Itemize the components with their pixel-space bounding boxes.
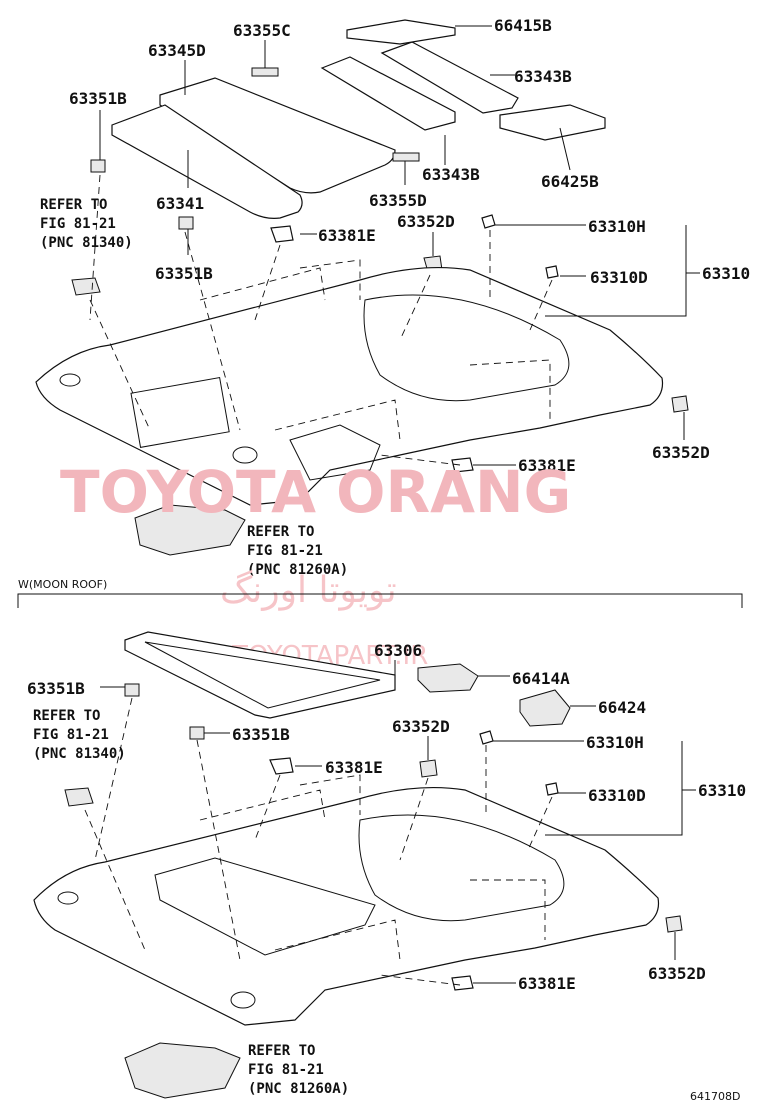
sunroof-panel-63306 [124,631,396,719]
clip-63351B-d [189,726,205,740]
ref-1-line-3: (PNC 81340) [40,235,133,251]
leaders-upper [99,25,700,466]
label-63381E-c: 63381E [325,758,383,777]
clip-63351B-a [90,159,106,173]
ref-3-line-2: FIG 81-21 [33,727,109,743]
label-66425B: 66425B [541,172,599,191]
map-lamp-ref-1 [71,277,101,296]
stopper-63352D-b [671,395,689,413]
clip-63381E-d [451,975,474,991]
label-66424: 66424 [598,698,646,717]
ref-1-line-1: REFER TO [40,197,107,213]
sunroof-panel-inner [144,641,381,709]
label-63381E-a: 63381E [318,226,376,245]
clip-63351B-c [124,683,140,697]
clip-63351B-b [178,216,194,230]
pad-66425B [499,104,606,141]
pad-63341 [111,104,303,219]
headliner-inner-b [358,814,565,922]
label-63351B-d: 63351B [232,725,290,744]
clip-63381E-a [270,225,294,243]
clip-63355D [392,152,420,162]
label-63310H-b: 63310H [586,733,644,752]
pad-66414A [417,663,479,693]
clip-63381E-b [451,457,474,473]
label-63351B-c: 63351B [27,679,85,698]
lamp-hole-b [59,373,81,387]
label-63310-b: 63310 [698,781,746,800]
pad-63343B-b [380,41,519,114]
label-63355D: 63355D [369,191,427,210]
watermark-persian: تویوتا اورنگ [220,569,397,611]
ref-3-line-3: (PNC 81340) [33,746,126,762]
label-63310D-b: 63310D [588,786,646,805]
label-63351B-a: 63351B [69,89,127,108]
headliner-63310-a [35,266,664,506]
label-63310H-a: 63310H [588,217,646,236]
label-63310D-a: 63310D [590,268,648,287]
lamp-hole-a [232,446,258,464]
clip-63355C [251,67,279,77]
label-63381E-d: 63381E [518,974,576,993]
pad-63343B-a [320,56,456,131]
label-63355C: 63355C [233,21,291,40]
clip-63310H-a [481,214,496,229]
label-63352D-a: 63352D [397,212,455,231]
map-lamp-ref-3 [64,787,94,807]
dash-lines-lower [84,697,553,986]
ref-1-line-2: FIG 81-21 [40,216,116,232]
label-63343B-b: 63343B [514,67,572,86]
ref-4-line-1: REFER TO [248,1043,315,1059]
clip-63310H-b [479,730,494,745]
dash-lines-upper [89,174,553,466]
stopper-63352D-d [665,915,683,933]
lamp-hole-c [230,991,256,1009]
sunroof-opening-a [130,377,230,448]
sunroof-opening-b [154,857,376,956]
label-66414A: 66414A [512,669,570,688]
label-66415B: 66415B [494,16,552,35]
figure-code: 641708D [690,1090,740,1103]
clip-63381E-c [269,757,294,775]
pad-66424 [519,689,571,727]
ref-2-line-2: FIG 81-21 [247,543,323,559]
ref-2-line-1: REFER TO [247,524,314,540]
label-63381E-b: 63381E [518,456,576,475]
label-63351B-b: 63351B [155,264,213,283]
label-63345D: 63345D [148,41,206,60]
overhead-console-ref-2 [134,504,246,556]
section-label: W(MOON ROOF) [18,578,107,591]
label-63352D-b: 63352D [652,443,710,462]
lower-assembly [33,631,696,1099]
label-63352D-d: 63352D [648,964,706,983]
label-63352D-c: 63352D [392,717,450,736]
section-divider [17,593,743,608]
clip-63310D-a [545,265,559,279]
headliner-63310-b [33,786,660,1026]
ref-4-line-3: (PNC 81260A) [248,1081,349,1097]
label-63341: 63341 [156,194,204,213]
overhead-console-ref-4 [124,1042,241,1099]
leaders-lower [100,660,696,984]
watermark-main: TOYOTA ORANG [60,458,571,526]
pad-66415B [346,19,456,45]
clip-63310D-b [545,782,559,796]
stopper-63352D-c [419,759,438,778]
label-63306: 63306 [374,641,422,660]
label-63310-a: 63310 [702,264,750,283]
upper-assembly [35,19,700,556]
ref-4-line-2: FIG 81-21 [248,1062,324,1078]
lamp-hole-d [57,891,79,905]
ref-2-line-3: (PNC 81260A) [247,562,348,578]
console-opening-a [289,424,381,481]
headliner-inner-a [363,294,570,402]
label-63343B-a: 63343B [422,165,480,184]
ref-3-line-1: REFER TO [33,708,100,724]
